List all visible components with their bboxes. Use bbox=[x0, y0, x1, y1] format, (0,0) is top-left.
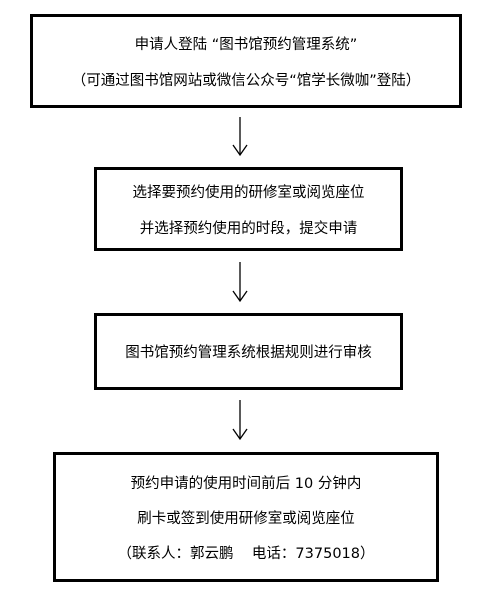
step-1-line-1: 申请人登陆 “图书馆预约管理系统” bbox=[134, 36, 358, 53]
step-1-box: 申请人登陆 “图书馆预约管理系统” （可通过图书馆网站或微信公众号“馆学长微咖”… bbox=[30, 14, 462, 108]
step-4-line-3: （联系人：郭云鹏 电话：7375018） bbox=[117, 545, 375, 562]
step-4-line-1: 预约申请的使用时间前后 10 分钟内 bbox=[130, 475, 362, 492]
step-2-line-2: 并选择预约使用的时段，提交申请 bbox=[139, 220, 358, 237]
step-4-line-2: 刷卡或签到使用研修室或阅览座位 bbox=[137, 510, 355, 527]
step-2-line-1: 选择要预约使用的研修室或阅览座位 bbox=[132, 184, 365, 201]
step-3-line-1: 图书馆预约管理系统根据规则进行审核 bbox=[125, 345, 372, 361]
step-2-box: 选择要预约使用的研修室或阅览座位 并选择预约使用的时段，提交申请 bbox=[94, 167, 403, 251]
step-3-box: 图书馆预约管理系统根据规则进行审核 bbox=[94, 313, 403, 390]
step-1-line-2: （可通过图书馆网站或微信公众号“馆学长微咖”登陆） bbox=[71, 72, 421, 89]
step-4-box: 预约申请的使用时间前后 10 分钟内 刷卡或签到使用研修室或阅览座位 （联系人：… bbox=[53, 452, 439, 582]
